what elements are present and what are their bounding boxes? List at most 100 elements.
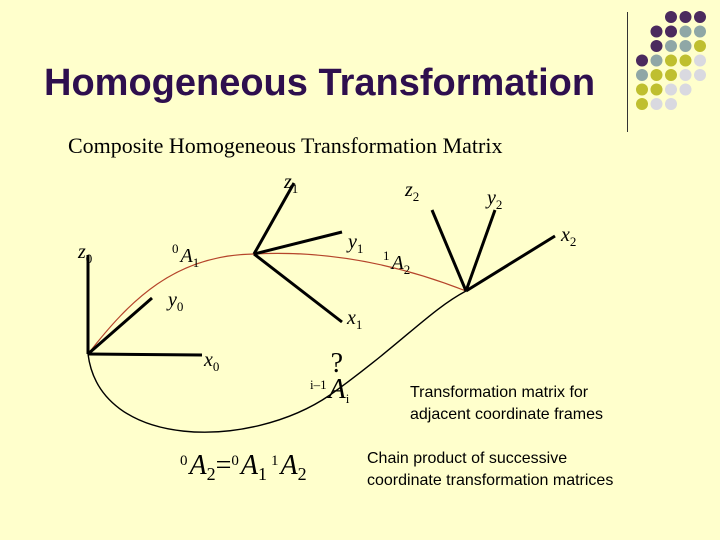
label-z2: z2 — [405, 179, 419, 203]
decorative-dot — [679, 54, 692, 67]
label-x2: x2 — [561, 224, 576, 248]
label-x1-main: x — [347, 307, 356, 329]
decorative-dot — [679, 69, 692, 81]
label-A12-sub: 2 — [403, 262, 411, 277]
decorative-dot — [636, 54, 648, 67]
eq-t1-sup: 0 — [231, 453, 239, 469]
label-z0-main: z — [78, 241, 86, 263]
frame2-y-axis — [464, 209, 497, 292]
eq-t1: A — [240, 450, 259, 481]
label-x1-sub: 1 — [355, 317, 363, 332]
label-y1: y1 — [348, 231, 363, 255]
note-adjacent-frames: Transformation matrix for adjacent coord… — [410, 382, 603, 426]
decorative-dot — [636, 83, 648, 96]
label-x0-sub: 0 — [212, 359, 220, 374]
label-A01-main: A — [180, 245, 193, 267]
slide-subtitle: Composite Homogeneous Transformation Mat… — [68, 133, 503, 158]
label-z2-main: z — [405, 179, 413, 201]
decorative-dot — [665, 25, 677, 38]
decorative-dot — [636, 69, 648, 81]
eq-t2-sup: 1 — [271, 453, 279, 469]
eq-lhs-sub: 2 — [206, 464, 216, 484]
label-y1-main: y — [348, 231, 357, 253]
note-chain-product: Chain product of successive coordinate t… — [367, 448, 613, 492]
label-Ai-main-wrap: ?A — [328, 350, 346, 405]
note-adjacent-line2: adjacent coordinate frames — [410, 406, 603, 423]
label-Ai: i–1?Ai — [310, 350, 350, 406]
composite-equation: 0A2=0A11A2 — [180, 450, 307, 484]
frame0-x-axis — [87, 352, 203, 357]
decorative-dot — [650, 83, 663, 96]
decorative-dot — [679, 40, 692, 52]
label-A12-main: A — [391, 252, 404, 274]
slide-title: Homogeneous Transformation — [44, 62, 596, 104]
decorative-dot — [665, 40, 677, 52]
decorative-dot — [694, 25, 706, 38]
eq-t2: A — [280, 450, 298, 481]
eq-lhs: A — [189, 450, 207, 481]
decorative-dot — [665, 54, 677, 67]
label-z1: z1 — [284, 171, 298, 195]
label-z2-sub: 2 — [412, 189, 420, 204]
decorative-dot — [665, 83, 677, 96]
decorative-dot — [650, 69, 663, 81]
path-frame0-to-frame2 — [87, 290, 467, 433]
label-A12-sup: 1 — [383, 248, 390, 263]
frame2-x-axis — [465, 234, 556, 293]
note-chain-line2: coordinate transformation matrices — [367, 472, 614, 489]
label-Ai-mark: ? — [330, 348, 344, 379]
label-Ai-sup: i–1 — [310, 377, 327, 392]
decorative-dot — [665, 98, 677, 110]
label-y2-sub: 2 — [495, 197, 503, 212]
frame1-x-axis — [253, 252, 343, 324]
eq-lhs-sup: 0 — [180, 453, 188, 469]
decorative-dot — [650, 25, 663, 38]
path-frame1-to-frame2 — [253, 252, 467, 292]
label-Ai-main: A — [328, 374, 346, 405]
label-x0-main: x — [204, 349, 213, 371]
frame1-y-axis — [253, 230, 343, 256]
decorative-dot — [665, 69, 677, 81]
decorative-dot — [679, 83, 692, 96]
label-x2-sub: 2 — [569, 234, 577, 249]
decorative-dot — [694, 69, 706, 81]
decorative-dot — [679, 11, 692, 23]
decorative-dot — [665, 11, 677, 23]
label-y2: y2 — [487, 187, 502, 211]
label-Ai-sub: i — [345, 391, 350, 406]
label-y0-sub: 0 — [176, 299, 184, 314]
label-z1-main: z — [284, 171, 292, 193]
decorative-dot — [694, 54, 706, 67]
note-chain-line1: Chain product of successive — [367, 450, 568, 467]
label-y0-main: y — [168, 289, 177, 311]
decorative-dot — [636, 98, 648, 110]
eq-t1-sub: 1 — [258, 464, 268, 484]
label-A01-sub: 1 — [192, 255, 200, 270]
label-x0: x0 — [204, 349, 219, 373]
decorative-dot — [694, 11, 706, 23]
eq-equals: = — [215, 450, 232, 481]
frame0-y-axis — [87, 296, 153, 356]
decorative-dot-grid — [636, 11, 706, 110]
label-x2-main: x — [561, 224, 570, 246]
label-A01-sup: 0 — [172, 241, 179, 256]
label-y0: y0 — [168, 289, 183, 313]
decorative-dot — [650, 40, 663, 52]
label-x1: x1 — [347, 307, 362, 331]
label-y1-sub: 1 — [356, 241, 364, 256]
decorative-dot — [650, 54, 663, 67]
decorative-dot — [679, 25, 692, 38]
label-y2-main: y — [487, 187, 496, 209]
path-frame0-to-frame1 — [87, 253, 255, 355]
decorative-dot — [650, 98, 663, 110]
label-z1-sub: 1 — [291, 181, 299, 196]
decorative-dot — [694, 40, 706, 52]
note-adjacent-line1: Transformation matrix for — [410, 384, 589, 401]
label-z0-sub: 0 — [85, 251, 93, 266]
frame1-z-axis — [252, 182, 296, 255]
eq-t2-sub: 2 — [297, 464, 307, 484]
label-z0: z0 — [78, 241, 92, 265]
